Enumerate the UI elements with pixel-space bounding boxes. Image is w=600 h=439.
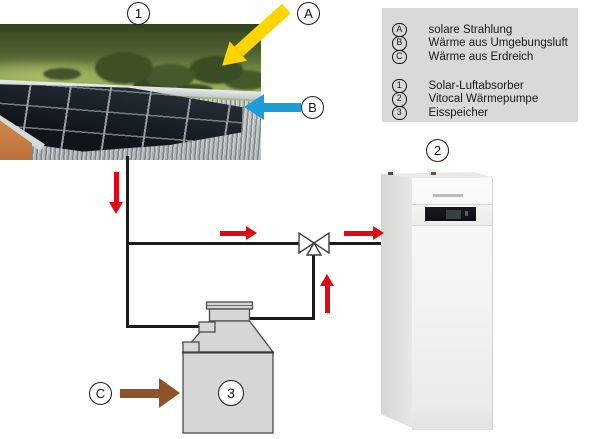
pipe-absorber-to-tank [126,325,210,328]
flow-arrow-down [109,172,123,214]
flow-arrow-right-2 [344,226,384,240]
tree-cluster [95,52,153,84]
ice-storage-tank [181,301,275,434]
legend-row: B Wärme aus Umgebungsluft [392,36,574,51]
callout-solar-radiation: A [297,2,320,25]
tank-port-lower [182,341,200,353]
legend-symbol-1: 1 [392,78,407,94]
callout-solar-absorber: 1 [127,2,150,25]
legend-row: 1 Solar-Luftabsorber [392,78,574,94]
heat-pump-front-face [412,178,493,430]
legend-row: A solare Strahlung [392,22,574,38]
legend-symbol-3: 3 [392,105,407,121]
legend-label: Solar-Luftabsorber [428,79,524,92]
three-way-valve [298,231,330,256]
legend-row: 3 Eisspeicher [392,105,574,121]
legend-label: Wärme aus Erdreich [428,50,534,63]
display-indicator [465,211,468,216]
legend-heat-sources: A solare Strahlung B Wärme aus Umgebungs… [392,22,574,65]
heat-pump-display [425,207,476,221]
legend-symbol-b: B [392,36,407,51]
pipe-tank-to-valve [250,317,315,320]
pipe-stub-icon [431,172,436,175]
legend-symbol-a: A [392,22,407,38]
legend-label: Vitocal Wärmepumpe [428,93,539,106]
pipe-valve-drop [312,244,315,320]
legend-label: solare Strahlung [428,23,513,36]
pipe-stub-icon [388,172,393,175]
tank-port-upper [198,321,216,333]
callout-heat-pump: 2 [426,139,449,162]
viessmann-logo [433,194,463,197]
legend-label: Eisspeicher [428,106,488,119]
legend-row: C Wärme aus Erdreich [392,49,574,65]
heat-pump-side-face [381,174,412,428]
legend-components: 1 Solar-Luftabsorber 2 Vitocal Wärmepump… [392,78,574,121]
pipe-main-horizontal [126,242,388,245]
callout-ground-heat: C [89,382,112,405]
ambient-air-arrow [244,94,301,120]
callout-ambient-air: B [301,96,324,119]
flow-arrow-right-1 [220,226,257,240]
legend-panel: A solare Strahlung B Wärme aus Umgebungs… [382,8,578,122]
callout-ice-storage: 3 [218,380,244,406]
legend-symbol-2: 2 [392,92,407,107]
solar-absorber-photo [0,24,261,160]
tank-neck [208,308,251,322]
ground-heat-arrow [120,378,180,408]
flow-arrow-up [320,274,334,313]
legend-label: Wärme aus Umgebungsluft [428,37,568,50]
heat-pump-top [381,172,493,181]
legend-row: 2 Vitocal Wärmepumpe [392,92,574,107]
display-screen [446,209,461,219]
legend-symbol-c: C [392,49,407,65]
heat-pump-unit [381,172,493,433]
